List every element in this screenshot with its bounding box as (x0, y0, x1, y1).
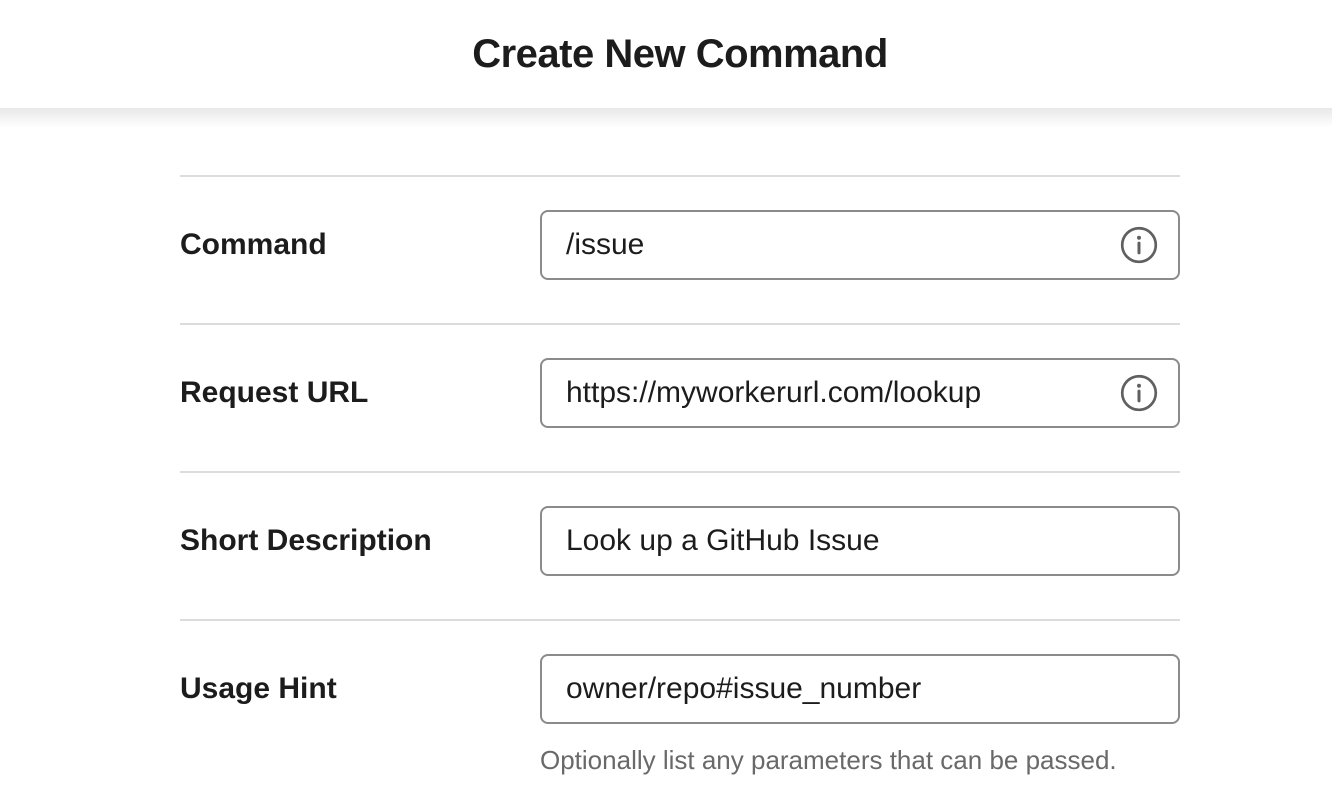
page-header-inner: Create New Command (180, 32, 1180, 77)
info-circle-icon[interactable] (1120, 226, 1158, 264)
create-command-form: Command Request URL (180, 108, 1180, 810)
field-row-short-description: Short Description (180, 471, 1180, 619)
usage-hint-input[interactable] (540, 654, 1180, 724)
page-header: Create New Command (0, 0, 1332, 128)
info-circle-icon[interactable] (1120, 374, 1158, 412)
command-label: Command (180, 228, 327, 261)
field-row-usage-hint: Usage Hint Optionally list any parameter… (180, 619, 1180, 810)
request-url-input[interactable] (540, 358, 1180, 428)
page-title: Create New Command (472, 31, 888, 76)
short-description-label: Short Description (180, 524, 432, 557)
request-url-label: Request URL (180, 376, 369, 409)
field-row-request-url: Request URL (180, 323, 1180, 471)
command-input[interactable] (540, 210, 1180, 280)
usage-hint-label: Usage Hint (180, 672, 337, 705)
short-description-input[interactable] (540, 506, 1180, 576)
usage-hint-help-text: Optionally list any parameters that can … (540, 745, 1117, 775)
field-row-command: Command (180, 175, 1180, 323)
